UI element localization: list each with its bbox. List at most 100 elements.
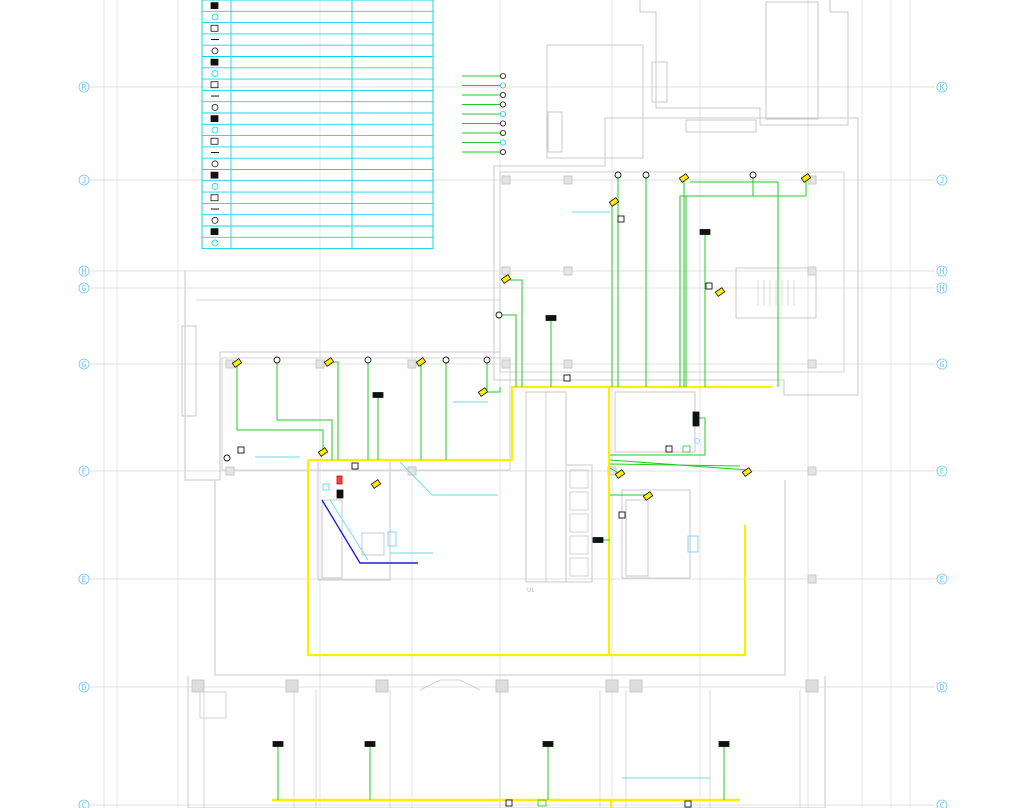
column <box>563 175 573 185</box>
cable-run <box>610 417 706 456</box>
dome-camera-icon <box>483 356 491 364</box>
restroom-block <box>614 391 696 453</box>
legend-symbol <box>210 2 219 10</box>
device-symbols <box>223 171 812 808</box>
legend-symbol <box>211 126 219 134</box>
legend-symbol <box>210 24 219 32</box>
camera-icon <box>415 357 427 367</box>
recorder-icon <box>372 392 384 398</box>
legend-symbol <box>211 13 219 21</box>
lift-car <box>569 469 589 489</box>
axis-bubble-left <box>78 681 90 693</box>
recorder-icon <box>272 741 284 747</box>
axis-label-left: D <box>82 683 87 692</box>
column <box>225 466 235 476</box>
cable-run <box>483 387 501 393</box>
dome-camera-icon <box>495 311 503 319</box>
annex-grille <box>685 119 757 133</box>
sensor-icon <box>694 438 700 444</box>
axis-label-right: H <box>940 267 945 276</box>
axis-label-left: G <box>82 284 87 293</box>
cable-run <box>329 361 339 460</box>
cable-run <box>236 364 324 455</box>
axis-label-right: E <box>940 575 945 584</box>
axis-bubble-right <box>936 465 948 477</box>
recorder-icon <box>545 315 557 321</box>
cyan-bus-line <box>329 499 369 561</box>
legend-device-sample <box>499 129 506 136</box>
annotation-leader <box>399 461 433 496</box>
column <box>563 266 573 276</box>
junction-box-icon <box>351 462 359 470</box>
column <box>807 466 817 476</box>
camera-body <box>741 467 753 477</box>
recorder-icon <box>699 229 711 235</box>
cable-run <box>611 199 616 387</box>
column <box>629 679 643 693</box>
camera-body <box>415 357 427 367</box>
legend-symbol <box>211 47 219 55</box>
legend-symbol <box>211 160 219 168</box>
column <box>375 679 389 693</box>
legend-symbol <box>211 239 219 247</box>
upper-stair <box>735 267 817 319</box>
legend-symbol <box>210 81 219 89</box>
camera-body <box>500 274 512 284</box>
zone-lower-border <box>306 460 747 657</box>
center-lifts <box>565 464 593 583</box>
axis-label-right: D <box>940 683 945 692</box>
lift-car <box>569 513 589 533</box>
camera-body <box>477 387 489 397</box>
axis-bubble-left <box>78 265 90 277</box>
room-note: UL <box>527 587 535 594</box>
lift-car <box>569 535 589 555</box>
camera-body <box>231 358 243 368</box>
camera-icon <box>714 287 726 297</box>
axis-bubble-left <box>78 358 90 370</box>
axis-label-left: C <box>82 801 87 808</box>
camera-body <box>714 287 726 297</box>
zone-upper-border <box>308 385 772 462</box>
middle-hall-outline <box>214 480 786 676</box>
lower-room <box>199 691 227 719</box>
blue-bus-line <box>321 499 418 564</box>
dome-camera-icon <box>749 171 757 179</box>
legend-symbol <box>211 103 219 111</box>
camera-body <box>642 491 654 501</box>
axis-label-right: C <box>940 801 945 808</box>
legend-device-sample <box>499 139 506 146</box>
annex-stair <box>651 61 668 103</box>
legend-symbol <box>210 171 219 179</box>
legend-device-sample <box>499 111 506 118</box>
junction-box-icon <box>505 799 513 807</box>
legend-device-sample <box>499 120 506 127</box>
cable-run <box>690 181 779 387</box>
recorder-icon <box>542 741 554 747</box>
camera-icon <box>317 447 329 457</box>
camera-icon <box>642 491 654 501</box>
axis-bubble-left <box>78 465 90 477</box>
axis-bubble-right <box>936 174 948 186</box>
left-window <box>181 325 197 417</box>
legend-device-sample <box>499 101 506 108</box>
column <box>563 359 573 369</box>
junction-box-icon <box>237 446 245 454</box>
dome-camera-icon <box>364 356 372 364</box>
axis-bubble-right <box>936 573 948 585</box>
legend-symbol <box>210 115 219 123</box>
axis-label-left: J <box>82 176 87 185</box>
junction-box-icon <box>563 374 571 382</box>
recorder-icon <box>592 537 604 543</box>
dome-camera-icon <box>614 171 622 179</box>
legend-symbol <box>211 70 219 77</box>
legend-symbol <box>210 58 219 66</box>
lower-block-outline <box>187 676 826 808</box>
yellow-zone-outlines <box>272 385 772 808</box>
legend-device-sample <box>499 82 506 89</box>
junction-box-icon <box>618 511 626 519</box>
camera-body <box>614 469 626 479</box>
camera-icon <box>608 197 620 207</box>
axis-label-left: H <box>82 267 87 276</box>
dome-camera-icon <box>273 356 281 364</box>
